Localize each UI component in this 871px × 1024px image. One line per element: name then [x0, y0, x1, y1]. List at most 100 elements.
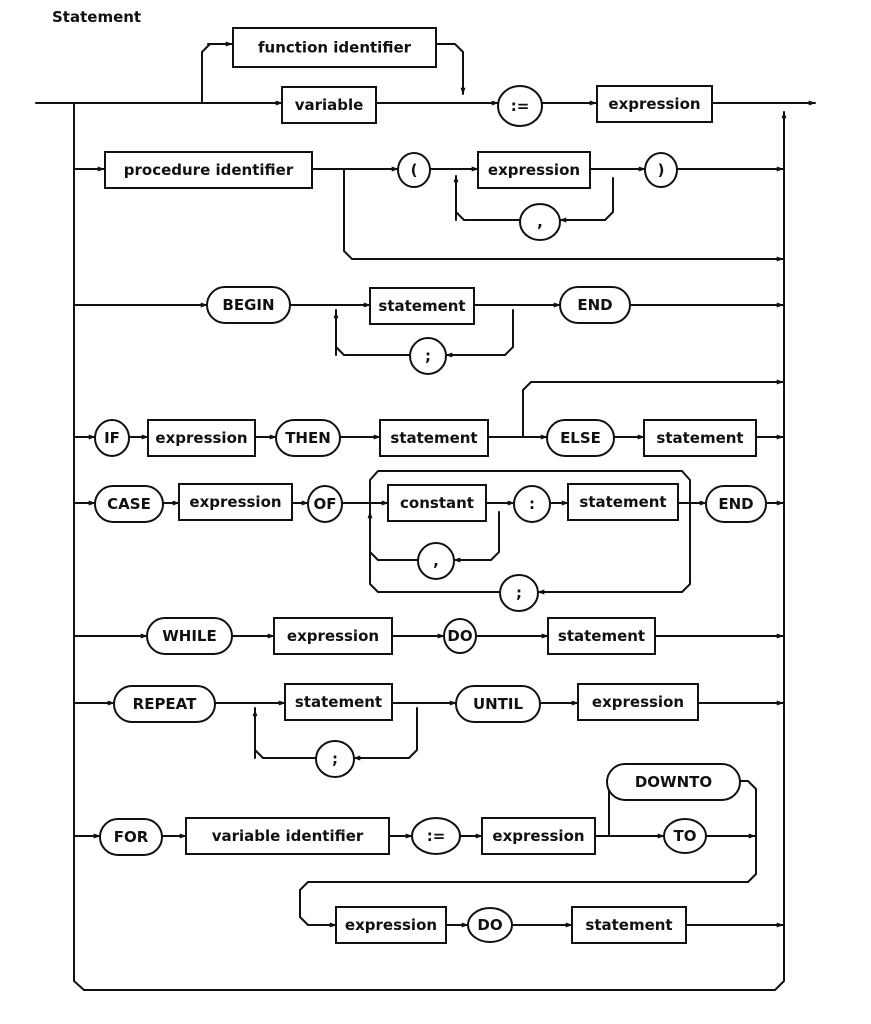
- node-label: statement: [656, 429, 743, 447]
- node-procedure-identifier: procedure identifier: [104, 151, 313, 189]
- node-shape: [559, 286, 631, 324]
- node-for: FOR: [99, 818, 163, 856]
- node-shape: [387, 484, 487, 522]
- node-shape: [146, 617, 233, 655]
- node-statement-2: statement: [379, 419, 489, 457]
- node-shape: [104, 151, 313, 189]
- node-label: WHILE: [162, 627, 217, 645]
- node-shape: [94, 485, 164, 523]
- node-of: OF: [307, 485, 343, 523]
- node-shape: [567, 483, 679, 521]
- node-shape: [606, 763, 741, 801]
- node-shape: [499, 574, 539, 612]
- node-label: CASE: [107, 495, 151, 513]
- node-assign-2: :=: [411, 817, 461, 855]
- node-expression-6: expression: [577, 683, 699, 721]
- node-end-2: END: [705, 485, 767, 523]
- node-shape: [397, 152, 431, 188]
- node-label: END: [718, 495, 753, 513]
- node-begin: BEGIN: [206, 286, 291, 324]
- node-semicolon-2: ;: [499, 574, 539, 612]
- node-comma-1: ,: [519, 203, 561, 241]
- node-case: CASE: [94, 485, 164, 523]
- node-expression-5: expression: [273, 617, 393, 655]
- node-shape: [547, 617, 656, 655]
- node-constant: constant: [387, 484, 487, 522]
- node-semicolon-1: ;: [409, 337, 447, 375]
- node-shape: [281, 86, 377, 124]
- node-shape: [99, 818, 163, 856]
- node-statement-4: statement: [567, 483, 679, 521]
- node-label: :: [529, 495, 535, 513]
- node-label: UNTIL: [473, 695, 524, 713]
- node-then: THEN: [275, 419, 341, 457]
- node-label: statement: [378, 297, 465, 315]
- node-shape: [335, 906, 447, 944]
- node-do-2: DO: [467, 907, 513, 943]
- node-statement-1: statement: [369, 287, 475, 325]
- node-label: constant: [400, 494, 474, 512]
- node-shape: [455, 685, 541, 723]
- node-label: ): [658, 161, 665, 179]
- node-label: :=: [511, 97, 530, 115]
- node-shape: [596, 85, 713, 123]
- node-shape: [497, 85, 543, 127]
- node-label: procedure identifier: [124, 161, 294, 179]
- node-shape: [644, 152, 678, 188]
- connector-lines: [35, 41, 816, 991]
- node-label: DO: [477, 916, 502, 934]
- node-label: REPEAT: [133, 695, 197, 713]
- node-assign-1: :=: [497, 85, 543, 127]
- node-label: DOWNTO: [635, 773, 712, 791]
- node-label: ,: [433, 552, 439, 570]
- node-to: TO: [663, 818, 707, 854]
- node-shape: [481, 817, 596, 855]
- node-shape: [443, 618, 477, 654]
- node-label: statement: [295, 693, 382, 711]
- node-label: ,: [537, 213, 543, 231]
- node-statement-3: statement: [643, 419, 757, 457]
- node-label: BEGIN: [222, 296, 274, 314]
- node-shape: [284, 683, 393, 721]
- node-label: statement: [585, 916, 672, 934]
- node-shape: [467, 907, 513, 943]
- node-shape: [307, 485, 343, 523]
- node-statement-5: statement: [547, 617, 656, 655]
- node-label: THEN: [285, 429, 331, 447]
- node-shape: [643, 419, 757, 457]
- node-function-identifier: function identifier: [232, 27, 437, 68]
- node-label: expression: [189, 493, 281, 511]
- node-shape: [113, 685, 216, 723]
- node-shape: [232, 27, 437, 68]
- node-label: statement: [558, 627, 645, 645]
- node-label: expression: [155, 429, 247, 447]
- node-expression-2: expression: [477, 151, 591, 189]
- node-label: ;: [425, 347, 431, 365]
- node-expression-4: expression: [178, 483, 293, 521]
- node-expression-7: expression: [481, 817, 596, 855]
- node-label: TO: [674, 827, 697, 845]
- node-do-1: DO: [443, 618, 477, 654]
- node-shape: [206, 286, 291, 324]
- node-expression-8: expression: [335, 906, 447, 944]
- node-until: UNTIL: [455, 685, 541, 723]
- node-shape: [273, 617, 393, 655]
- node-shape: [147, 419, 256, 457]
- diagram-title: Statement: [52, 8, 142, 26]
- node-label: expression: [592, 693, 684, 711]
- node-shape: [409, 337, 447, 375]
- node-else: ELSE: [546, 419, 615, 457]
- node-label: FOR: [114, 828, 149, 846]
- node-shape: [315, 740, 355, 778]
- node-label: expression: [608, 95, 700, 113]
- node-downto: DOWNTO: [606, 763, 741, 801]
- node-label: OF: [314, 495, 337, 513]
- node-shape: [379, 419, 489, 457]
- node-repeat: REPEAT: [113, 685, 216, 723]
- node-lparen: (: [397, 152, 431, 188]
- node-label: END: [577, 296, 612, 314]
- node-shape: [411, 817, 461, 855]
- node-label: DO: [447, 627, 472, 645]
- node-shape: [577, 683, 699, 721]
